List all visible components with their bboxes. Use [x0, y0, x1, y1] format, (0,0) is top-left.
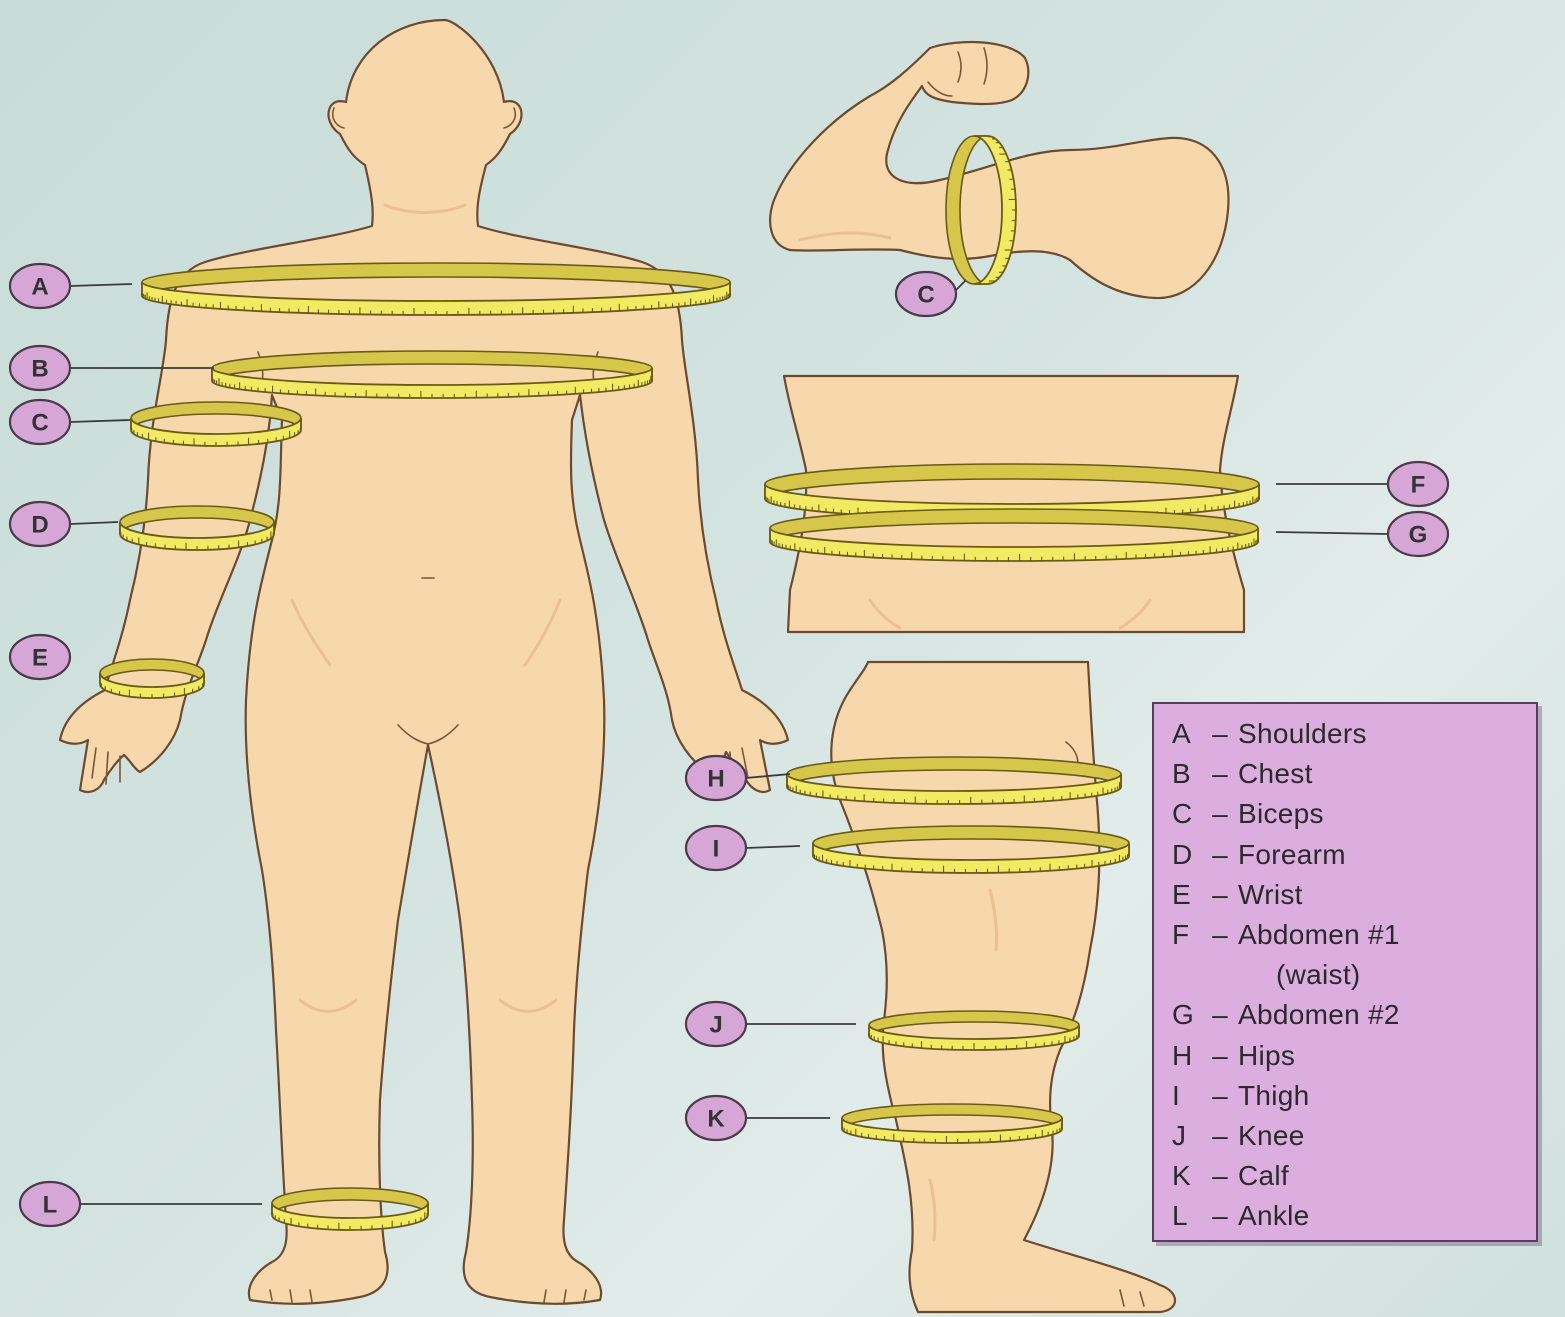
legend-item-letter: G: [1172, 999, 1202, 1031]
label-c-leader: [70, 420, 130, 422]
legend-item-dash: –: [1202, 999, 1238, 1031]
legend-item: B–Chest: [1172, 758, 1536, 798]
legend-item-text: Biceps: [1238, 798, 1324, 830]
legend-item-text: Chest: [1238, 758, 1313, 790]
legend-item-dash: –: [1202, 1120, 1238, 1152]
legend-item-text: Abdomen #1: [1238, 919, 1400, 951]
legend-item-text: Wrist: [1238, 879, 1303, 911]
label-a-leader: [70, 284, 132, 286]
legend-item: K–Calf: [1172, 1160, 1536, 1200]
label-c-text: C: [31, 410, 48, 437]
label-i-text: I: [713, 836, 720, 863]
label-j-text: J: [709, 1012, 722, 1039]
legend-item-text: Thigh: [1238, 1080, 1310, 1112]
legend-item: E–Wrist: [1172, 879, 1536, 919]
legend-item-letter: J: [1172, 1120, 1202, 1152]
label-c-2-leader: [956, 280, 966, 290]
legend-item-text: Hips: [1238, 1040, 1295, 1072]
legend-item-letter: L: [1172, 1200, 1202, 1232]
label-e: E: [10, 635, 70, 679]
legend-item-dash: –: [1202, 879, 1238, 911]
label-c: C: [10, 400, 130, 444]
label-i-leader: [746, 846, 800, 848]
label-g-text: G: [1409, 522, 1428, 549]
legend-item: J–Knee: [1172, 1120, 1536, 1160]
legend-item-letter: D: [1172, 839, 1202, 871]
label-f: F: [1276, 462, 1448, 506]
label-h: H: [686, 756, 790, 800]
legend-item-letter: C: [1172, 798, 1202, 830]
legend-item: L–Ankle: [1172, 1200, 1536, 1240]
legend-item-dash: –: [1202, 1200, 1238, 1232]
legend-item-dash: –: [1202, 718, 1238, 750]
label-g-leader: [1276, 532, 1388, 534]
legend-item-text: Shoulders: [1238, 718, 1367, 750]
legend-item-dash: –: [1202, 798, 1238, 830]
label-f-text: F: [1411, 472, 1426, 499]
label-d-leader: [70, 522, 118, 524]
label-i: I: [686, 826, 800, 870]
label-l-text: L: [43, 1192, 58, 1219]
label-d: D: [10, 502, 118, 546]
legend-item-dash: –: [1202, 758, 1238, 790]
legend-item: A–Shoulders: [1172, 718, 1536, 758]
label-e-text: E: [32, 645, 48, 672]
label-k-text: K: [707, 1106, 725, 1133]
label-d-text: D: [31, 512, 48, 539]
legend-item: I–Thigh: [1172, 1080, 1536, 1120]
legend-item-dash: –: [1202, 919, 1238, 951]
legend-item-dash: –: [1202, 1040, 1238, 1072]
legend-item-text: (waist): [1172, 959, 1361, 991]
label-b-text: B: [31, 356, 48, 383]
legend-item: C–Biceps: [1172, 798, 1536, 838]
legend-item: (waist): [1172, 959, 1536, 999]
legend-item-letter: B: [1172, 758, 1202, 790]
legend-item-dash: –: [1202, 839, 1238, 871]
legend-item-dash: –: [1202, 1080, 1238, 1112]
legend-item-text: Ankle: [1238, 1200, 1310, 1232]
legend-item-text: Abdomen #2: [1238, 999, 1400, 1031]
legend-item-dash: –: [1202, 1160, 1238, 1192]
legend-item-letter: H: [1172, 1040, 1202, 1072]
legend-item-letter: F: [1172, 919, 1202, 951]
legend-item: H–Hips: [1172, 1040, 1536, 1080]
label-g: G: [1276, 512, 1448, 556]
label-k: K: [686, 1096, 830, 1140]
legend-item: G–Abdomen #2: [1172, 999, 1536, 1039]
label-j: J: [686, 1002, 856, 1046]
label-c-2: C: [896, 272, 966, 316]
legend-item: F–Abdomen #1: [1172, 919, 1536, 959]
legend-item-letter: E: [1172, 879, 1202, 911]
legend-item-letter: I: [1172, 1080, 1202, 1112]
label-h-text: H: [707, 766, 724, 793]
label-a-text: A: [31, 274, 48, 301]
label-c-2-text: C: [917, 282, 934, 309]
legend-item-letter: A: [1172, 718, 1202, 750]
legend-item-text: Forearm: [1238, 839, 1346, 871]
legend-box: A–ShouldersB–ChestC–BicepsD–ForearmE–Wri…: [1152, 702, 1538, 1242]
legend-item-text: Knee: [1238, 1120, 1305, 1152]
label-l: L: [20, 1182, 262, 1226]
legend-item-letter: K: [1172, 1160, 1202, 1192]
legend-item-text: Calf: [1238, 1160, 1289, 1192]
legend-item: D–Forearm: [1172, 839, 1536, 879]
label-a: A: [10, 264, 132, 308]
